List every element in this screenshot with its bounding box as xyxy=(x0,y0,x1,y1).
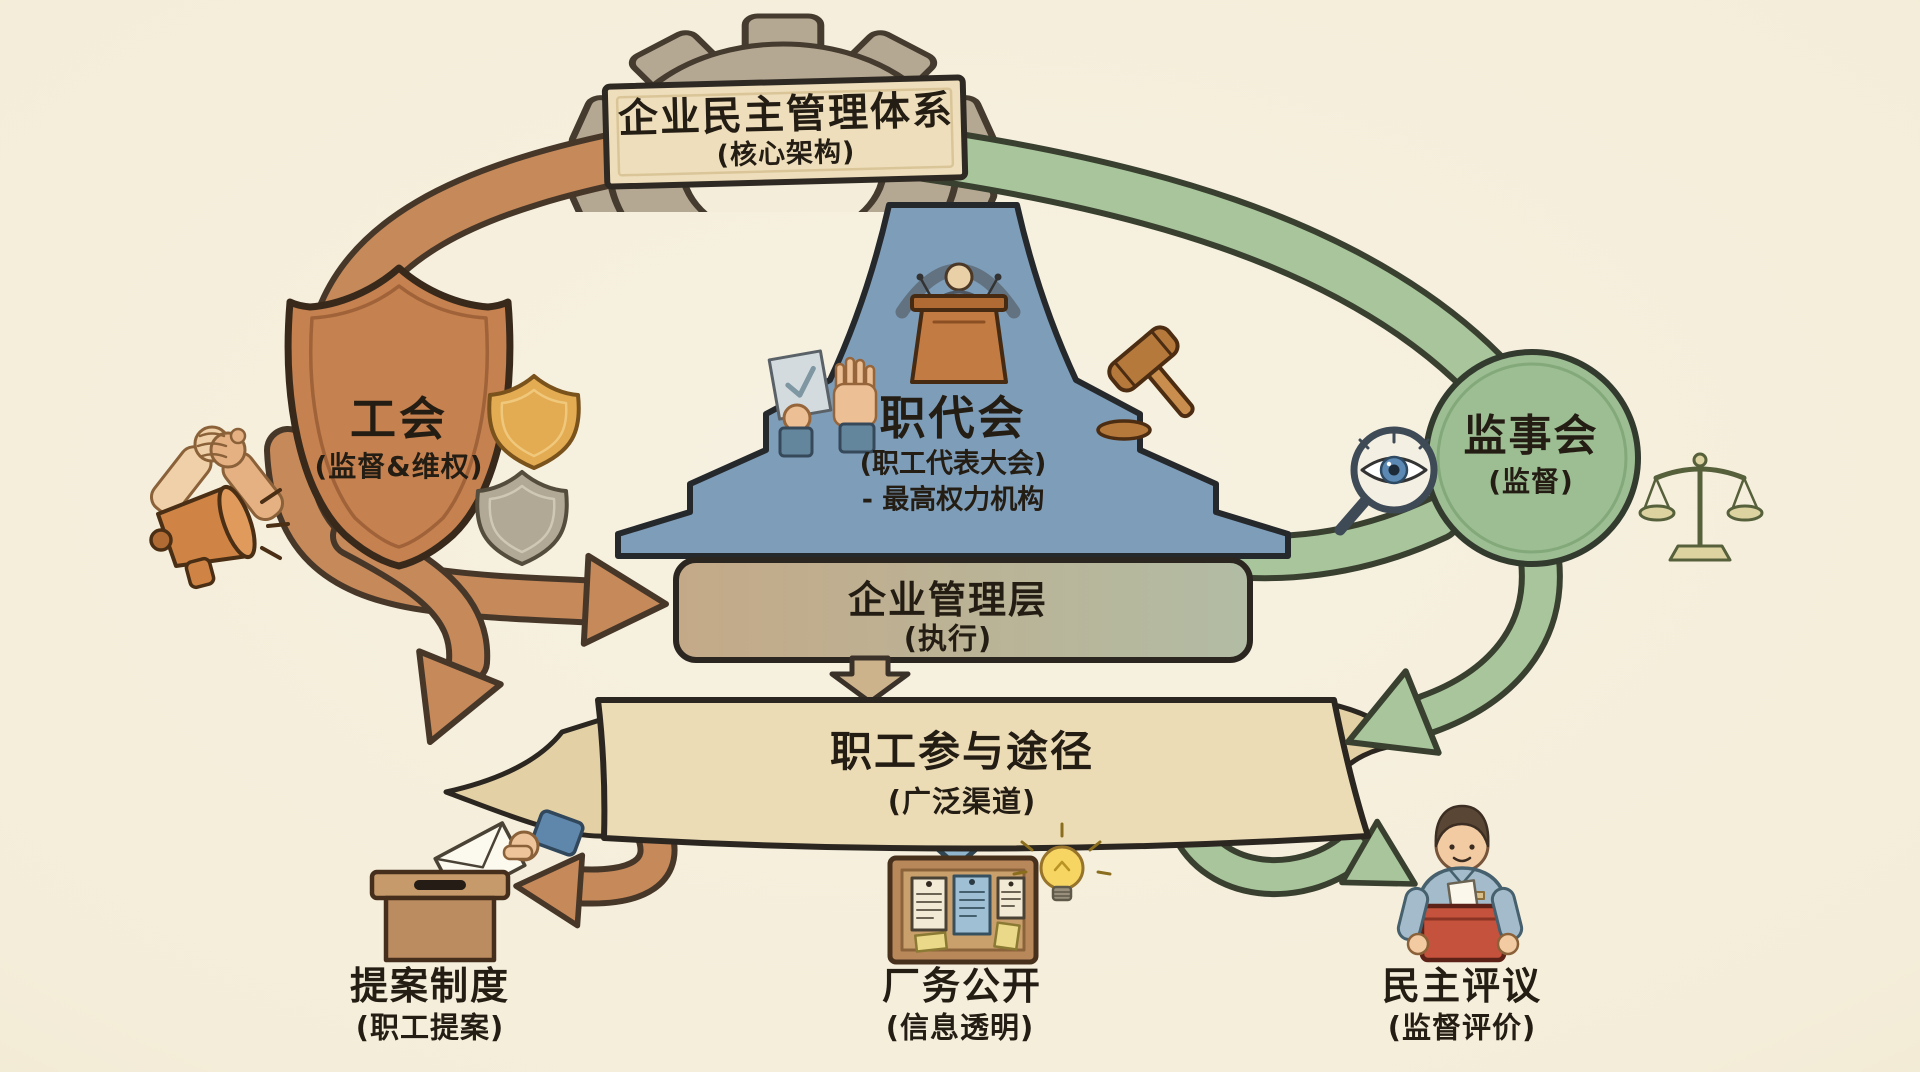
supervisory-subtitle: (监督) xyxy=(1488,465,1574,498)
megaphone-icon xyxy=(149,484,290,590)
union-title: 工会 xyxy=(350,392,448,446)
affairs-title: 厂务公开 xyxy=(881,964,1043,1008)
management-to-participation-arrow xyxy=(829,655,911,705)
proposal-subtitle: (职工提案) xyxy=(355,1010,505,1045)
affairs-subtitle: (信息透明) xyxy=(885,1010,1035,1045)
core-banner xyxy=(601,74,969,190)
podium-speaker-icon xyxy=(910,262,1008,384)
ballot-box-hand-icon xyxy=(369,809,585,963)
handshake-icon xyxy=(149,425,285,522)
eye-magnifier-icon xyxy=(1334,426,1438,536)
gold-shield-icon xyxy=(487,374,581,470)
scales-icon xyxy=(1638,452,1764,562)
management-box xyxy=(673,557,1253,663)
supervisory-to-participation-arrow xyxy=(1406,538,1563,736)
supervisory-title: 监事会 xyxy=(1463,411,1599,462)
supervisory-ribbon xyxy=(870,122,1510,400)
core-subtitle: (核心架构) xyxy=(716,136,856,172)
congress-subtitle: (职工代表大会) xyxy=(859,448,1047,480)
gray-shield-icon xyxy=(475,470,569,566)
review-title: 民主评议 xyxy=(1381,964,1543,1008)
congress-pyramid xyxy=(615,202,1291,559)
management-title: 企业管理层 xyxy=(847,578,1049,622)
congress-title: 职代会 xyxy=(879,391,1027,445)
raised-hands-ballot-icon xyxy=(767,349,878,458)
bulletin-board-icon xyxy=(887,855,1039,965)
lightbulb-icon xyxy=(1012,822,1112,902)
management-subtitle: (执行) xyxy=(903,621,993,656)
gavel-icon xyxy=(1096,325,1195,441)
core-title: 企业民主管理体系 xyxy=(617,87,955,143)
worker-with-box-icon xyxy=(1396,804,1524,963)
union-subtitle: (监督&维权) xyxy=(314,450,484,483)
congress-subtitle2: - 最高权力机构 xyxy=(861,484,1045,516)
participation-subtitle: (广泛渠道) xyxy=(887,784,1037,819)
participation-title: 职工参与途径 xyxy=(829,727,1095,776)
union-to-participation-arrow xyxy=(330,514,501,758)
proposal-title: 提案制度 xyxy=(349,964,511,1008)
union-shield xyxy=(284,264,514,570)
review-subtitle: (监督评价) xyxy=(1387,1010,1537,1045)
